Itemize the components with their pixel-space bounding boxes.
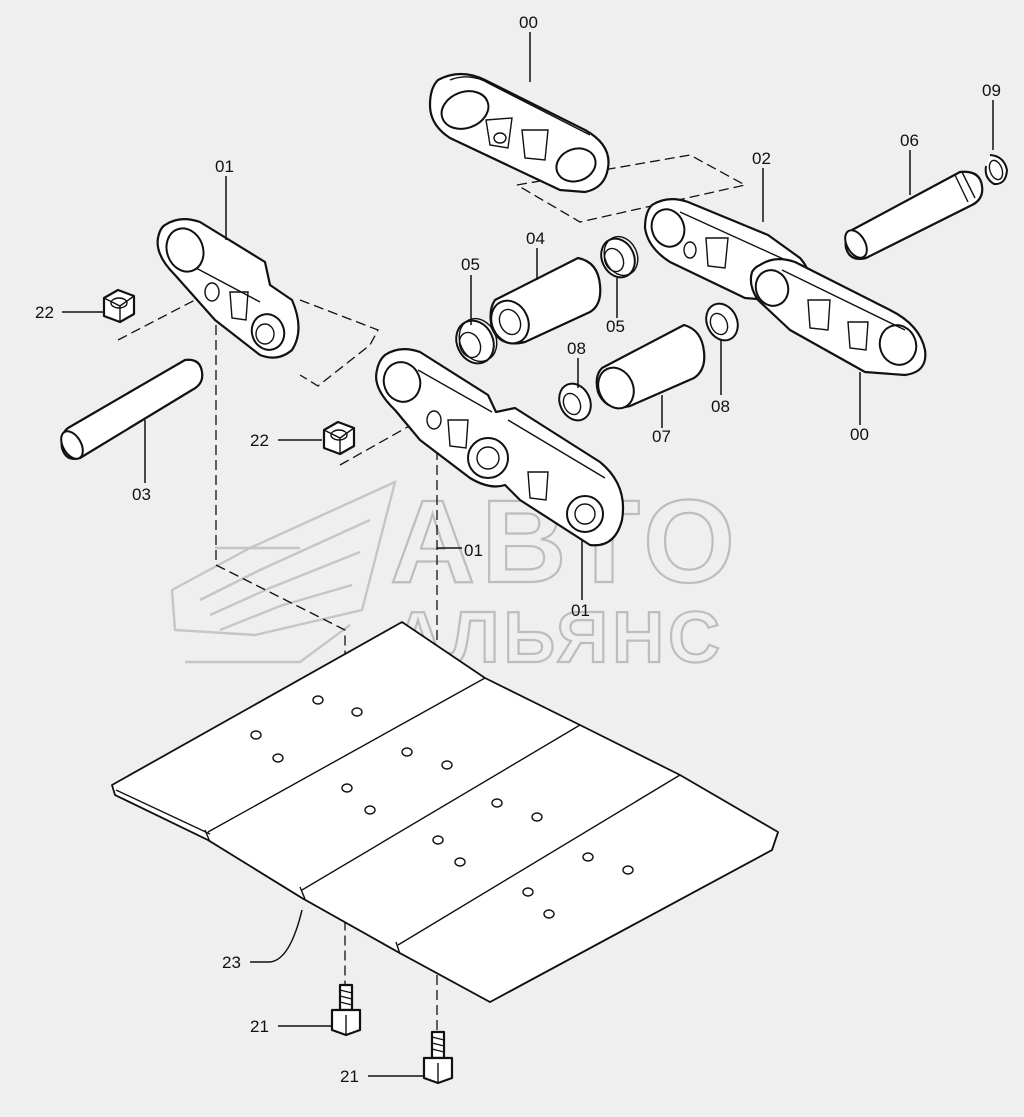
leader-lines [62, 32, 994, 1077]
callout-bushing-07: 07 [652, 427, 671, 446]
track-link-right-assembly [749, 258, 927, 377]
callout-link-right: 02 [752, 149, 771, 168]
callout-shoe-23: 23 [222, 953, 241, 972]
callout-seal-08-right: 08 [711, 397, 730, 416]
nut-22-upper [102, 288, 136, 324]
callout-seal-05-left: 05 [461, 255, 480, 274]
callout-bolt-21-right: 21 [340, 1067, 359, 1086]
callout-link-lower-a: 01 [464, 541, 483, 560]
callout-pin-03: 03 [132, 485, 151, 504]
track-shoe-23 [111, 621, 779, 1003]
seal-05-right [600, 235, 639, 279]
bushing-07 [595, 323, 706, 410]
callout-seal-05-right: 05 [606, 317, 625, 336]
track-link-left [156, 218, 300, 359]
callout-bushing-04: 04 [526, 229, 545, 248]
seal-05-left [455, 317, 498, 365]
track-link-top [428, 72, 610, 194]
retaining-ring-09 [984, 154, 1009, 186]
callout-seal-08-left: 08 [567, 339, 586, 358]
nut-22-lower [322, 420, 356, 456]
track-link-lower-pair [375, 348, 625, 547]
callout-link-assembly-top: 00 [519, 13, 538, 32]
bolt-21-left [330, 983, 362, 1037]
pin-03 [60, 358, 204, 460]
callout-link-lower-b: 01 [571, 601, 590, 620]
pin-06 [844, 170, 984, 260]
callout-nut-22-upper: 22 [35, 303, 54, 322]
callout-bolt-21-left: 21 [250, 1017, 269, 1036]
callout-link-left: 01 [215, 157, 234, 176]
callout-link-assembly-right: 00 [850, 425, 869, 444]
seal-08-left [558, 382, 592, 422]
callout-labels: 00 01 22 03 04 05 05 08 22 07 08 02 06 0… [35, 13, 1001, 1086]
shoe-bolt-holes [250, 695, 634, 919]
bushing-04 [489, 256, 602, 345]
callout-retaining-ring-09: 09 [982, 81, 1001, 100]
watermark-logo: АВТО АЛЬЯНС [170, 475, 736, 679]
bolt-21-right [422, 1030, 454, 1085]
callout-pin-06: 06 [900, 131, 919, 150]
seal-08-right [705, 302, 739, 342]
callout-nut-22-lower: 22 [250, 431, 269, 450]
